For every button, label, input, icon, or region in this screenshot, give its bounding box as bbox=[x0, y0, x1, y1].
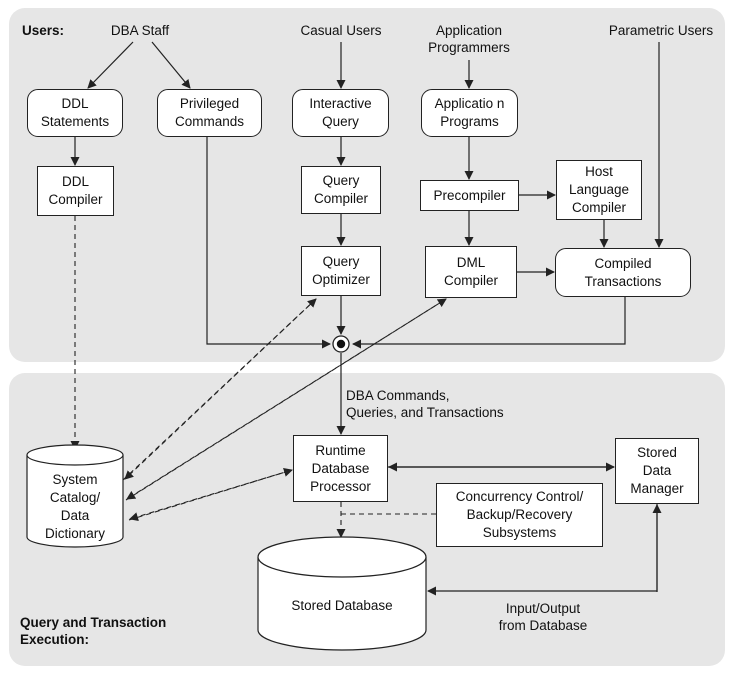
precompiler-box: Precompiler bbox=[420, 180, 519, 211]
interactive-query-box: Interactive Query bbox=[292, 89, 389, 137]
execution-title: Query and Transaction Execution: bbox=[20, 615, 167, 647]
parametric-users-label: Parametric Users bbox=[608, 23, 714, 38]
ddl-compiler-box: DDL Compiler bbox=[37, 166, 114, 216]
application-programs-box: Applicatio n Programs bbox=[421, 89, 518, 137]
stored-database-label: Stored Database bbox=[291, 598, 393, 613]
ddl-statements-box: DDL Statements bbox=[27, 89, 123, 137]
host-language-compiler-box: Host Language Compiler bbox=[556, 160, 642, 220]
dba-staff-label: DBA Staff bbox=[110, 23, 170, 38]
dba-commands-label: DBA Commands, Queries, and Transactions bbox=[346, 388, 504, 420]
users-title: Users: bbox=[22, 23, 65, 38]
concurrency-control-box: Concurrency Control/ Backup/Recovery Sub… bbox=[436, 483, 603, 547]
runtime-database-processor-box: Runtime Database Processor bbox=[293, 435, 388, 502]
dml-compiler-box: DML Compiler bbox=[425, 246, 517, 298]
stored-data-manager-box: Stored Data Manager bbox=[615, 438, 699, 504]
input-output-label: Input/Output from Database bbox=[498, 601, 588, 633]
system-catalog-label: System Catalog/ Data Dictionary bbox=[44, 472, 106, 541]
system-catalog-cylinder bbox=[26, 444, 124, 548]
privileged-commands-box: Privileged Commands bbox=[157, 89, 262, 137]
compiled-transactions-box: Compiled Transactions bbox=[555, 248, 691, 297]
stored-database-cylinder bbox=[257, 536, 427, 651]
application-programmers-label: Application Programmers bbox=[428, 23, 510, 55]
query-compiler-box: Query Compiler bbox=[301, 166, 381, 214]
casual-users-label: Casual Users bbox=[300, 23, 382, 38]
query-optimizer-box: Query Optimizer bbox=[301, 246, 381, 296]
